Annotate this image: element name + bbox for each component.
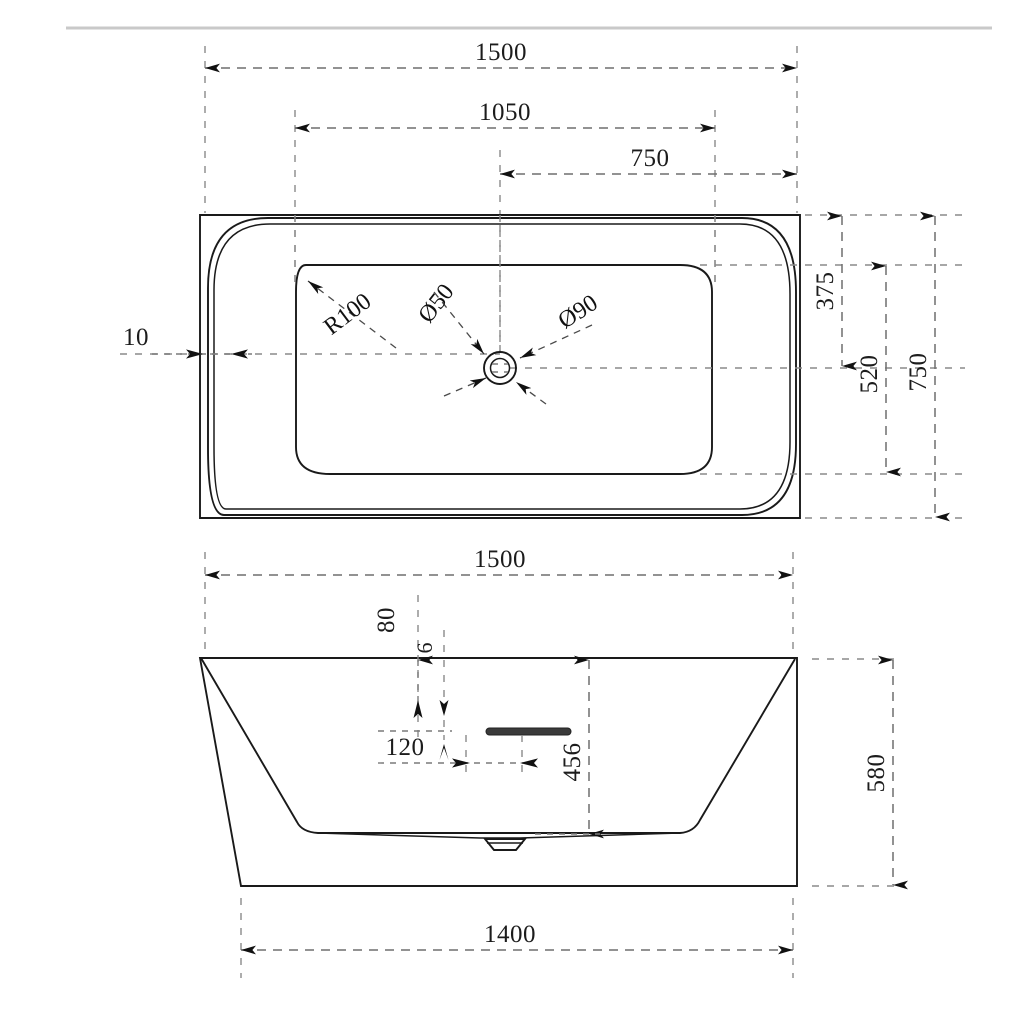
dim-label-1400: 1400 <box>484 921 536 948</box>
dim-label-6: 6 <box>412 643 437 654</box>
dim-label-top-1500: 1500 <box>475 39 527 66</box>
drain-outer-circle <box>483 351 517 385</box>
arrow-wall-10-left <box>231 349 248 359</box>
leader-line-d90-opp <box>515 381 547 405</box>
dim-label-top-1050: 1050 <box>479 99 531 126</box>
leader-label-d90: Ø90 <box>554 290 603 334</box>
top-view-group: 1500 1050 750 <box>120 39 965 522</box>
tub-rim-inner-offset <box>213 223 791 510</box>
arrow-6-down <box>439 700 449 716</box>
dim-label-front-1500: 1500 <box>474 546 526 573</box>
tub-interior-profile <box>200 657 796 834</box>
dim-label-120: 120 <box>386 734 425 761</box>
leader-line-d50-opp <box>443 377 487 397</box>
tub-basin-outline <box>295 264 713 475</box>
dim-label-456: 456 <box>559 743 586 782</box>
drain-assembly <box>483 351 517 385</box>
tub-elevation-outline <box>198 657 798 887</box>
dim-label-580: 580 <box>863 754 890 793</box>
leader-label-r100: R100 <box>319 288 376 340</box>
arrow-wall-10-right <box>186 349 203 359</box>
tub-rim-outline <box>207 217 797 516</box>
dim-label-80: 80 <box>373 607 400 633</box>
arrow-120-left <box>520 758 538 768</box>
dim-label-wall-10: 10 <box>123 324 149 351</box>
leader-line-r100 <box>307 280 397 349</box>
leader-line-d50 <box>433 291 485 355</box>
overflow-slot <box>485 727 572 736</box>
dim-label-top-750h: 750 <box>631 145 670 172</box>
leader-line-d90 <box>519 324 593 359</box>
leader-label-d50: Ø50 <box>414 279 460 328</box>
drain-inner-circle <box>489 357 511 379</box>
dim-label-375: 375 <box>812 272 839 311</box>
dim-label-750v: 750 <box>905 353 932 392</box>
arrow-120-right <box>452 758 470 768</box>
arrow-6-up <box>439 744 449 760</box>
tub-footprint-outline <box>199 214 801 519</box>
bottom-drain-boss <box>482 838 528 851</box>
arrow-80-up <box>413 700 423 718</box>
dim-label-520: 520 <box>856 355 883 394</box>
front-elevation-group: 1500 80 6 <box>198 546 908 978</box>
